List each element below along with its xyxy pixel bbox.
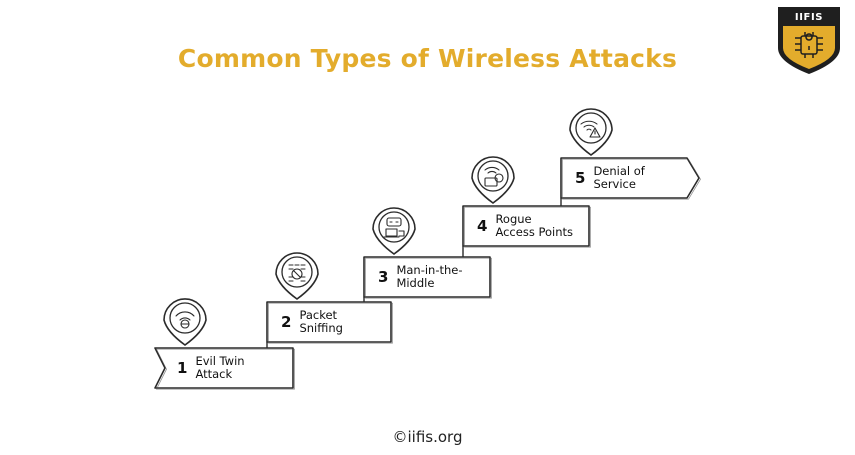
- step-label: Evil Twin Attack: [195, 354, 245, 381]
- step-box: [266, 301, 392, 343]
- map-pin-icon: [163, 298, 207, 346]
- step-label-group-4: 4 Rogue Access Points: [477, 206, 573, 246]
- step-number: 1: [177, 359, 188, 377]
- step-number: 3: [378, 268, 389, 286]
- map-pin-icon: [372, 207, 416, 255]
- map-pin-icon: [569, 108, 613, 156]
- step-label-group-2: 2 Packet Sniffing: [281, 302, 343, 342]
- wifi-alert-device-icon: [484, 166, 504, 187]
- step-box: [560, 157, 700, 199]
- step-number: 5: [575, 169, 586, 187]
- step-5: [560, 108, 701, 200]
- step-box: [154, 347, 294, 389]
- step-label-group-1: 1 Evil Twin Attack: [177, 348, 245, 388]
- step-number: 2: [281, 313, 292, 331]
- step-label: Packet Sniffing: [299, 308, 343, 335]
- iifis-logo-badge: IIFIS: [775, 4, 843, 76]
- hacker-laptop-icon: [383, 217, 405, 238]
- step-number: 4: [477, 217, 488, 235]
- footer-credit: ©iifis.org: [392, 428, 463, 446]
- page-title: Common Types of Wireless Attacks: [177, 44, 678, 73]
- step-box: [363, 256, 491, 298]
- step-label-group-3: 3 Man-in-the- Middle: [378, 257, 463, 297]
- map-pin-icon: [275, 252, 319, 300]
- binary-bug-icon: [288, 264, 306, 282]
- wifi-warning-icon: [580, 120, 601, 138]
- step-1: [154, 298, 295, 390]
- incognito-wifi-icon: [175, 311, 195, 329]
- step-label: Rogue Access Points: [495, 212, 574, 239]
- map-pin-icon: [471, 156, 515, 204]
- step-label-group-5: 5 Denial of Service: [575, 158, 645, 198]
- step-label: Man-in-the- Middle: [396, 263, 463, 290]
- shield-logo-icon: [778, 7, 840, 74]
- step-label: Denial of Service: [593, 164, 645, 191]
- step-3: [363, 207, 492, 299]
- badge-text: IIFIS: [794, 12, 824, 23]
- step-2: [266, 252, 393, 344]
- step-4: [462, 156, 591, 248]
- step-box: [462, 205, 590, 247]
